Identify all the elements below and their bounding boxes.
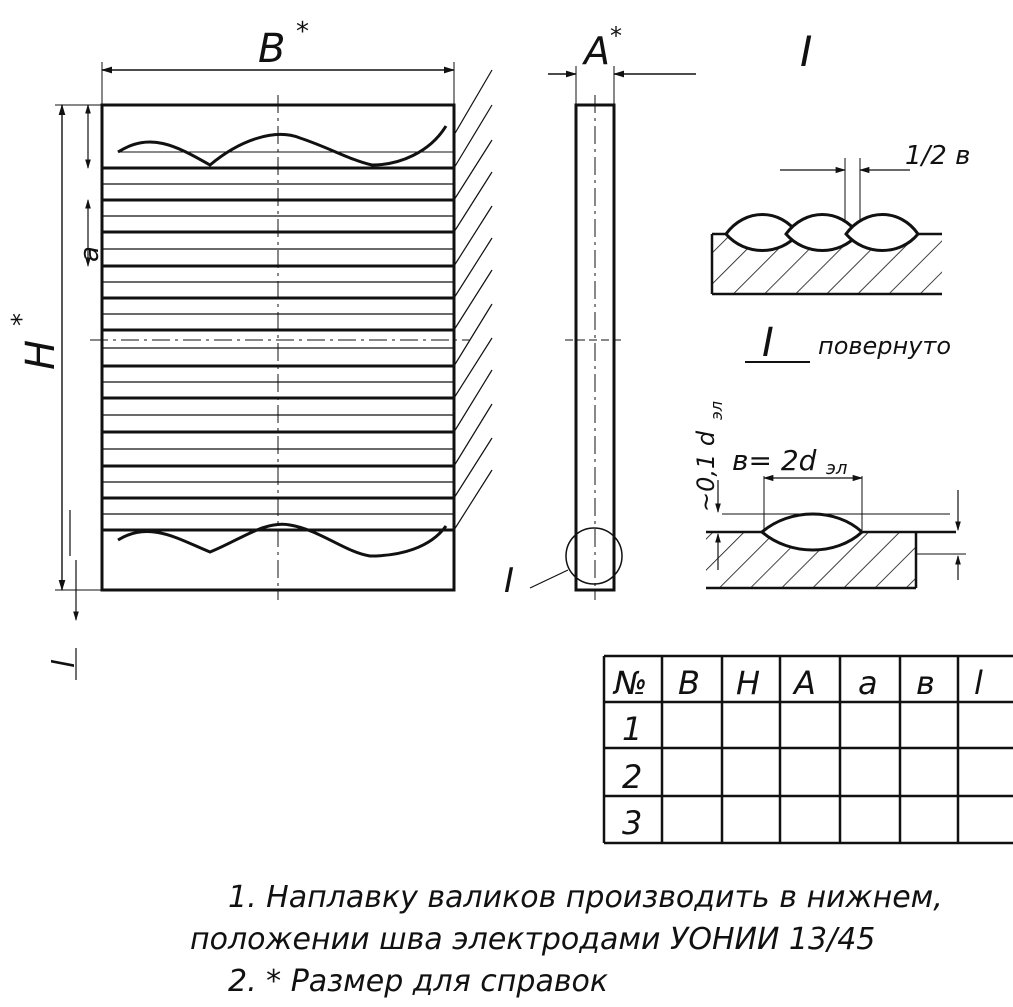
single-bead xyxy=(759,512,865,552)
dimension-l: l xyxy=(47,560,82,680)
step-label: a xyxy=(75,246,105,262)
half-bead-label: 1/2 в xyxy=(905,141,970,171)
svg-text:*: * xyxy=(610,22,622,50)
table-header-cell: l xyxy=(974,664,983,702)
break-line-top xyxy=(117,125,448,167)
detail-circle xyxy=(565,527,623,585)
dimension-table: № B H A a в l 1 2 3 xyxy=(602,654,1013,845)
table-row-number: 2 xyxy=(622,758,642,796)
table-header-row: № B H A a в l xyxy=(612,664,983,702)
detail-rotated-title: I xyxy=(762,320,774,366)
note-line-2: положении шва электродами УОНИИ 13/45 xyxy=(190,922,876,957)
table-header-cell: B xyxy=(678,664,700,702)
svg-text:эл: эл xyxy=(707,401,726,420)
height-label: H xyxy=(18,340,64,370)
overlapping-beads xyxy=(724,213,920,252)
front-view: B * H * a l xyxy=(7,17,493,680)
table-row-number: 1 xyxy=(622,710,642,748)
dimension-a: a xyxy=(69,104,105,556)
svg-text:*: * xyxy=(296,17,309,47)
bead-height-label: ~0,1 d xyxy=(692,430,720,512)
thickness-label: A xyxy=(581,29,610,73)
dimension-b: B * xyxy=(100,17,456,105)
width-label: B xyxy=(258,26,285,72)
table-header-cell: H xyxy=(736,664,760,702)
detail-callout: I xyxy=(504,561,514,601)
margin-label: l xyxy=(47,659,82,668)
single-bead-view: в= 2d эл ~0,1 d эл xyxy=(692,401,966,590)
note-line-1: 1. Наплавку валиков производить в нижнем… xyxy=(228,880,943,915)
table-header-cell: a xyxy=(858,664,878,702)
bead-width-label: в= 2d xyxy=(732,444,817,477)
dimension-h: H * xyxy=(7,103,102,592)
table-header-cell: в xyxy=(916,664,935,702)
side-view: A * I xyxy=(504,22,696,601)
break-line-bottom xyxy=(117,522,448,558)
table-header-cell: A xyxy=(792,664,816,702)
table-header-cell: № xyxy=(612,664,647,702)
svg-text:эл: эл xyxy=(826,458,847,479)
note-line-3: 2. * Размер для справок xyxy=(228,964,608,999)
detail-title: I xyxy=(800,27,812,76)
detail-i-view: I 1/2 в I повернуто xyxy=(710,27,970,366)
edge-hatch xyxy=(453,69,493,531)
table-row-number: 3 xyxy=(622,804,642,842)
svg-text:*: * xyxy=(7,313,37,326)
detail-rotated-label: повернуто xyxy=(818,332,951,360)
